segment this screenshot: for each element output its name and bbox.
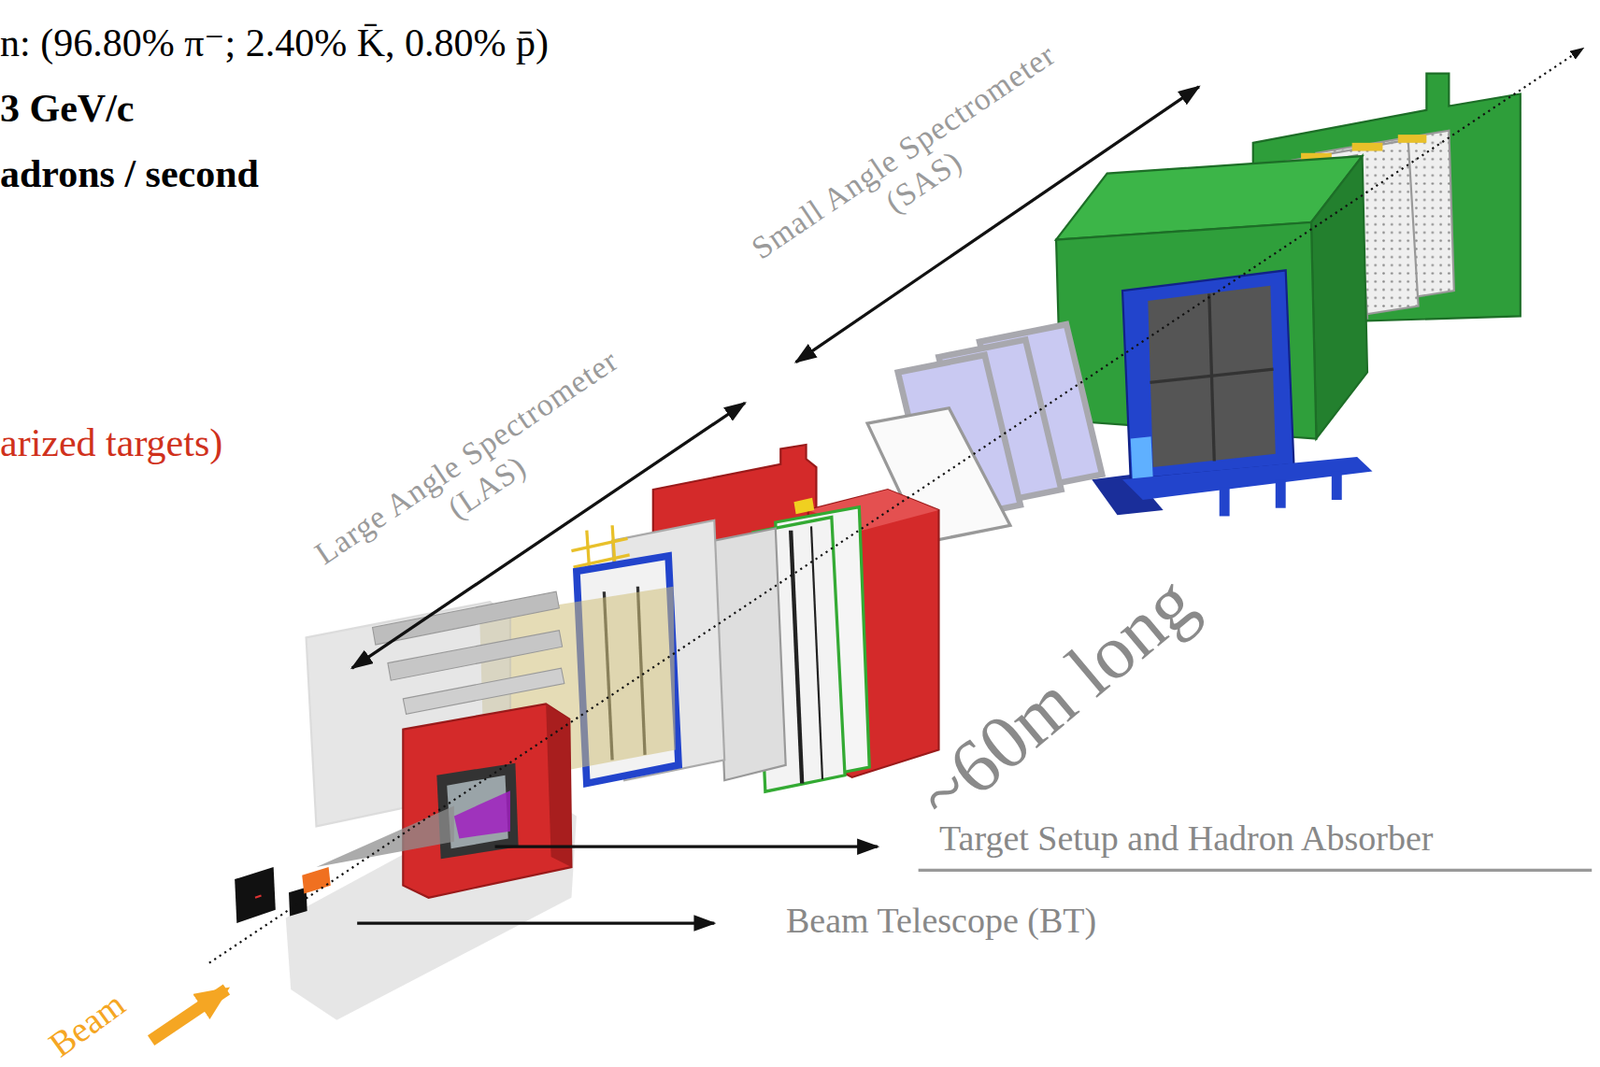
magnet-sm2 <box>811 526 823 780</box>
region-label: Large Angle Spectrometer (LAS) <box>286 328 666 617</box>
label-holder: 3 GeV/c <box>0 85 134 131</box>
em-calorimeter <box>1122 457 1372 500</box>
em-calorimeter <box>1219 487 1230 517</box>
magnet-sm1 <box>315 703 572 898</box>
label-holder: ~60m long <box>900 557 1213 840</box>
rich-and-planes <box>714 528 786 782</box>
hadron-calorimeter <box>1311 156 1368 439</box>
magnet-sm1 <box>315 806 454 869</box>
em-calorimeter <box>1147 285 1275 468</box>
beam-composition: n: (96.80% π⁻; 2.40% K̄, 0.80% p̄) <box>0 20 549 66</box>
magnet-sm1 <box>545 703 572 868</box>
label-holder: Beam <box>41 984 132 1066</box>
length-dimension: ~60m long <box>900 557 1213 840</box>
label-holder: Small Angle Spectrometer (SAS) <box>724 22 1102 311</box>
beam-intensity: adrons / second <box>0 151 259 197</box>
magnet-sm1 <box>454 790 511 839</box>
part-label: Target Setup and Hadron Absorber <box>939 818 1434 860</box>
em-calorimeter <box>1091 270 1372 516</box>
tracking-planes <box>1398 134 1428 143</box>
part-label: Beam Telescope (BT) <box>785 900 1097 943</box>
target-housing <box>285 591 577 1021</box>
beam-arrow <box>151 989 228 1042</box>
label-holder: arized targets) <box>0 420 223 466</box>
beam-momentum: 3 GeV/c <box>0 85 134 131</box>
rich-and-planes <box>571 538 628 551</box>
magnet-sm2 <box>793 498 815 515</box>
label-holder: n: (96.80% π⁻; 2.40% K̄, 0.80% p̄) <box>0 20 549 66</box>
em-calorimeter <box>1331 471 1343 500</box>
label-holder: Large Angle Spectrometer (LAS) <box>286 328 666 617</box>
tracking-planes <box>1352 142 1384 152</box>
region-label: Small Angle Spectrometer (SAS) <box>724 22 1102 311</box>
beam-label: Beam <box>41 984 132 1066</box>
beam-telescope <box>255 896 262 899</box>
em-calorimeter <box>1130 436 1154 482</box>
beam-telescope <box>234 867 276 924</box>
em-calorimeter <box>1275 479 1286 509</box>
beam-telescope <box>301 867 331 894</box>
em-calorimeter <box>1149 369 1273 383</box>
target-note: arized targets) <box>0 420 223 466</box>
beam-telescope <box>234 867 331 924</box>
label-holder: Target Setup and Hadron Absorber <box>939 818 1434 860</box>
leader-arrow <box>357 921 715 925</box>
magnet-sm1 <box>402 703 572 898</box>
label-underline <box>918 869 1593 872</box>
leader-arrow <box>495 845 878 849</box>
label-holder: adrons / second <box>0 151 259 197</box>
label-holder: Beam Telescope (BT) <box>785 900 1097 943</box>
